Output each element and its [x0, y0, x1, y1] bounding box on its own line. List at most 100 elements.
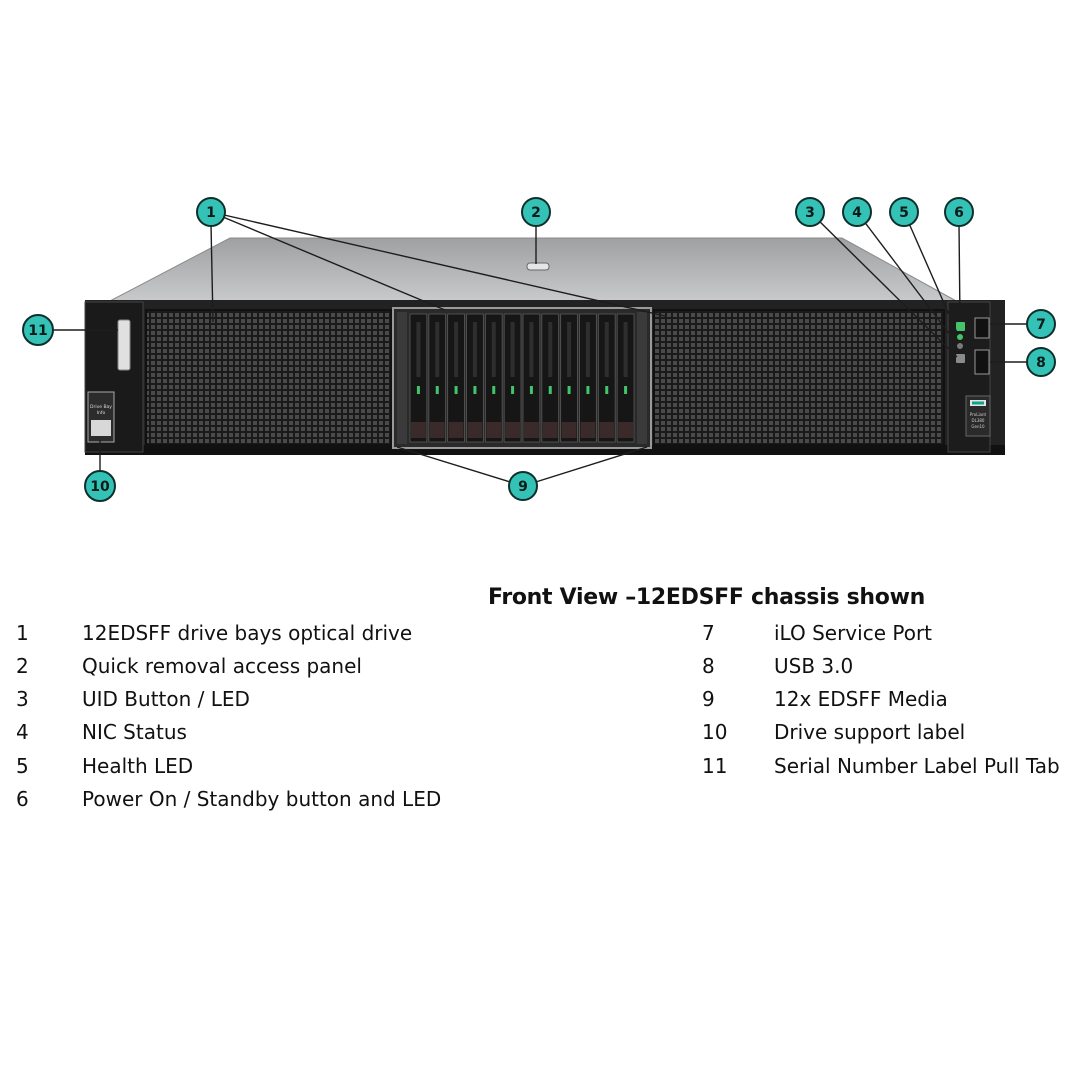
diagram-caption: Front View –12EDSFF chassis shown [488, 585, 925, 610]
server-front-view-diagram: Drive Bay Info ProLiant DL380 Gen10 [22, 197, 1056, 502]
drive-activity-led [586, 386, 590, 394]
nic-status-led [957, 343, 963, 349]
callout-1: 1 [196, 197, 226, 227]
edsff-drive-bay[interactable] [560, 313, 578, 443]
callout-3: 3 [795, 197, 825, 227]
serial-number-pull-tab [117, 319, 131, 371]
edsff-drive-bay[interactable] [428, 313, 447, 443]
legend-text: Drive support label [774, 720, 966, 744]
drive-activity-led [605, 386, 609, 394]
legend-item: 7 iLO Service Port [702, 621, 1062, 647]
legend-text: iLO Service Port [774, 621, 933, 645]
drive-activity-led [567, 386, 571, 394]
callout-6-label: 6 [954, 205, 964, 221]
drive-support-label: Drive Bay Info [87, 391, 115, 443]
legend-text: USB 3.0 [774, 654, 854, 678]
callout-leader-lines [38, 211, 1028, 487]
drive-activity-led [548, 386, 552, 394]
ilo-service-port[interactable] [974, 317, 990, 339]
drive-support-label-line2: Info [97, 410, 106, 416]
legend-number: 5 [16, 754, 29, 778]
legend-text: Power On / Standby button and LED [82, 787, 442, 811]
callout-2: 2 [521, 197, 551, 227]
legend-item: 1 12EDSFF drive bays optical drive [16, 621, 456, 647]
model-badge-line2: DL380 [972, 418, 985, 423]
edsff-drive-bay[interactable] [466, 313, 484, 443]
drive-cage [392, 307, 652, 449]
callout-5: 5 [889, 197, 919, 227]
legend-item: 6 Power On / Standby button and LED [16, 787, 456, 813]
callout-11: 11 [22, 314, 54, 346]
drive-activity-led [435, 386, 439, 394]
callout-7-label: 7 [1036, 317, 1046, 333]
legend-number: 1 [16, 621, 29, 645]
legend-number: 7 [702, 621, 715, 645]
legend-item: 9 12x EDSFF Media [702, 687, 1062, 713]
callout-5-label: 5 [899, 205, 909, 221]
callout-4: 4 [842, 197, 872, 227]
edsff-drive-bay[interactable] [597, 313, 616, 443]
callout-10-label: 10 [90, 479, 110, 495]
callout-8-label: 8 [1036, 355, 1046, 371]
legend-text: 12EDSFF drive bays optical drive [82, 621, 413, 645]
legend-number: 3 [16, 687, 29, 711]
legend-number: 10 [702, 720, 728, 744]
uid-button-led[interactable] [956, 354, 965, 363]
edsff-drive-bay[interactable] [541, 313, 560, 443]
legend-text: Quick removal access panel [82, 654, 362, 678]
drive-support-label-line1: Drive Bay [90, 404, 112, 410]
edsff-drive-bays [409, 313, 635, 443]
legend-number: 6 [16, 787, 29, 811]
legend-item: 10 Drive support label [702, 720, 1062, 746]
callout-11-label: 11 [28, 323, 47, 339]
drive-activity-led [624, 386, 628, 394]
right-control-panel: ProLiant DL380 Gen10 [947, 301, 991, 453]
legend-text: Health LED [82, 754, 194, 778]
callout-2-label: 2 [531, 205, 541, 221]
access-panel-latch [526, 262, 550, 271]
callout-1-label: 1 [206, 205, 216, 221]
edsff-drive-bay[interactable] [447, 313, 465, 443]
edsff-drive-bay[interactable] [409, 313, 428, 443]
legend-item: 4 NIC Status [16, 720, 456, 746]
drive-activity-led [416, 386, 420, 394]
legend-number: 9 [702, 687, 715, 711]
legend-item: 5 Health LED [16, 754, 456, 780]
callout-6: 6 [944, 197, 974, 227]
legend-text: 12x EDSFF Media [774, 687, 948, 711]
callout-9: 9 [508, 471, 538, 501]
legend-item: 2 Quick removal access panel [16, 654, 456, 680]
legend-number: 4 [16, 720, 29, 744]
legend-number: 2 [16, 654, 29, 678]
legend-text: UID Button / LED [82, 687, 250, 711]
usb-3-port[interactable] [974, 349, 990, 375]
callout-8: 8 [1026, 347, 1056, 377]
drive-activity-led [529, 386, 533, 394]
callout-10: 10 [84, 470, 116, 502]
callout-9-label: 9 [518, 479, 528, 495]
edsff-drive-bay[interactable] [484, 313, 503, 443]
drive-activity-led [511, 386, 515, 394]
callout-4-label: 4 [852, 205, 862, 221]
right-vent-grille [653, 309, 945, 446]
left-vent-grille [145, 309, 392, 446]
legend-number: 8 [702, 654, 715, 678]
legend-item: 3 UID Button / LED [16, 687, 456, 713]
drive-activity-led [492, 386, 496, 394]
legend-number: 11 [702, 754, 728, 778]
legend-item: 8 USB 3.0 [702, 654, 1062, 680]
edsff-drive-bay[interactable] [579, 313, 597, 443]
drive-activity-led [473, 386, 477, 394]
power-standby-button-led[interactable] [956, 322, 965, 331]
edsff-drive-bay[interactable] [616, 313, 635, 443]
legend-text: Serial Number Label Pull Tab [774, 754, 1060, 778]
edsff-drive-bay[interactable] [522, 313, 541, 443]
callout-3-label: 3 [805, 205, 815, 221]
legend-item: 11 Serial Number Label Pull Tab [702, 754, 1062, 780]
model-badge-line1: ProLiant [970, 412, 987, 417]
drive-activity-led [454, 386, 458, 394]
edsff-drive-bay[interactable] [503, 313, 522, 443]
callout-7: 7 [1026, 309, 1056, 339]
legend-text: NIC Status [82, 720, 187, 744]
health-led [957, 334, 963, 340]
